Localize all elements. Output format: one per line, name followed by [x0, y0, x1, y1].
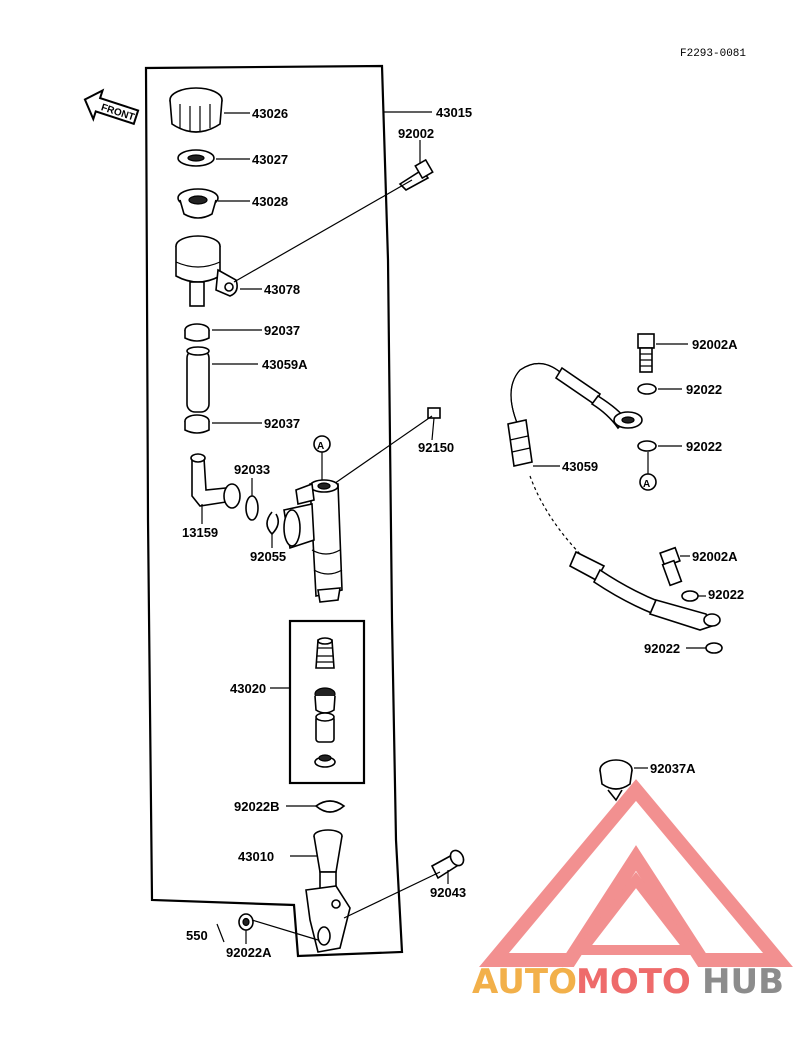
reservoir	[175, 235, 238, 307]
label-43026: 43026	[252, 106, 288, 121]
label-92150: 92150	[418, 440, 454, 455]
o-ring	[245, 495, 259, 521]
marker-a-right-label: A	[643, 479, 650, 490]
circlip-b	[315, 800, 346, 813]
watermark-hub: HUB	[702, 962, 784, 1002]
label-92043: 92043	[430, 885, 466, 900]
push-rod	[305, 829, 351, 953]
diaphragm-plate	[177, 149, 215, 167]
cotter-pin	[216, 923, 225, 943]
label-43015: 43015	[436, 105, 472, 120]
label-92022-a: 92022	[686, 382, 722, 397]
label-43078: 43078	[264, 282, 300, 297]
label-92022A-left: 92022A	[226, 945, 272, 960]
washer-a	[637, 383, 657, 395]
banjo-bolt-mid	[659, 546, 683, 587]
master-cylinder-body	[283, 479, 343, 603]
watermark-auto: AUTO	[472, 962, 577, 1002]
label-43027: 43027	[252, 152, 288, 167]
diaphragm	[177, 188, 219, 219]
bolt-92002	[398, 158, 434, 191]
leader-bolt-to-reservoir	[233, 179, 413, 283]
banjo-bolt-top	[637, 333, 655, 373]
label-92022-c: 92022	[708, 587, 744, 602]
marker-a-cylinder-label: A	[317, 441, 324, 452]
leader-92150	[327, 415, 433, 489]
label-92037-top: 92037	[264, 323, 300, 338]
label-92033: 92033	[234, 462, 270, 477]
short-hose	[186, 346, 210, 413]
label-92022B: 92022B	[234, 799, 280, 814]
reservoir-cap	[169, 87, 223, 133]
clamp-92037A	[599, 759, 633, 802]
label-92055: 92055	[250, 549, 286, 564]
marker-a-right	[639, 473, 657, 491]
washer-b	[637, 440, 657, 452]
piston-kit-box	[288, 619, 366, 785]
watermark-logo	[479, 779, 793, 967]
label-92002: 92002	[398, 126, 434, 141]
piston-kit-parts	[314, 637, 336, 768]
washer-d	[705, 642, 723, 654]
label-92037A: 92037A	[650, 761, 696, 776]
label-92037-bottom: 92037	[264, 416, 300, 431]
label-92002A-top: 92002A	[692, 337, 738, 352]
leader-washer-to-rod	[251, 919, 319, 941]
label-92022-d: 92022	[644, 641, 680, 656]
elbow-fitting	[190, 453, 241, 509]
diagram-code: F2293-0081	[680, 48, 746, 60]
leader-pin-to-rod	[343, 871, 441, 919]
label-43059A: 43059A	[262, 357, 308, 372]
watermark-moto: MOTO	[576, 962, 691, 1002]
circlip	[266, 511, 280, 536]
brake-hose	[507, 362, 721, 631]
label-43020: 43020	[230, 681, 266, 696]
label-92002A-mid: 92002A	[692, 549, 738, 564]
label-550: 550	[186, 928, 208, 943]
label-43059: 43059	[562, 459, 598, 474]
label-43028: 43028	[252, 194, 288, 209]
clamp-top	[184, 323, 210, 342]
front-arrow: FRONT	[83, 88, 140, 126]
bolt-92150	[427, 407, 441, 441]
watermark-triangle-icon	[479, 779, 793, 967]
label-13159: 13159	[182, 525, 218, 540]
washer-c	[681, 590, 699, 602]
clamp-bottom	[184, 414, 210, 434]
label-92022-b: 92022	[686, 439, 722, 454]
label-43010: 43010	[238, 849, 274, 864]
